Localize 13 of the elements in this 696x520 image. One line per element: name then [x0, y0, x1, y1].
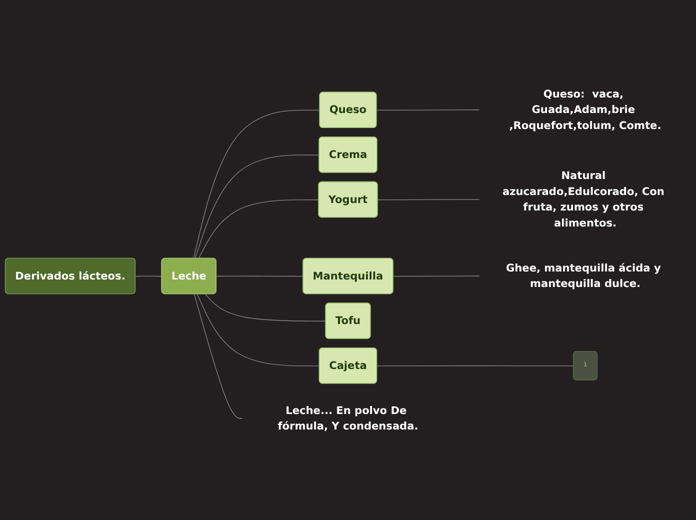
- connector: [376, 365, 574, 366]
- connector: [194, 294, 243, 419]
- connector: [204, 294, 326, 322]
- connector: [198, 199, 320, 259]
- connector: [194, 154, 320, 259]
- connector: [196, 294, 320, 366]
- node-text: Leche... En polvo De fórmula, Y condensada.: [278, 404, 418, 432]
- node-text: Natural azucarado,Edulcorado, Con fruta, zumos y otros alimentos.: [502, 169, 664, 230]
- node-text: Queso: vaca, Guada,Adam,brie ,Roquefort,tolum, Comte.: [509, 87, 662, 132]
- connector: [376, 109, 480, 110]
- connector: [193, 110, 320, 259]
- node-text: Ghee, mantequilla ácida y mantequilla dulce.: [506, 261, 661, 290]
- connector: [377, 199, 480, 200]
